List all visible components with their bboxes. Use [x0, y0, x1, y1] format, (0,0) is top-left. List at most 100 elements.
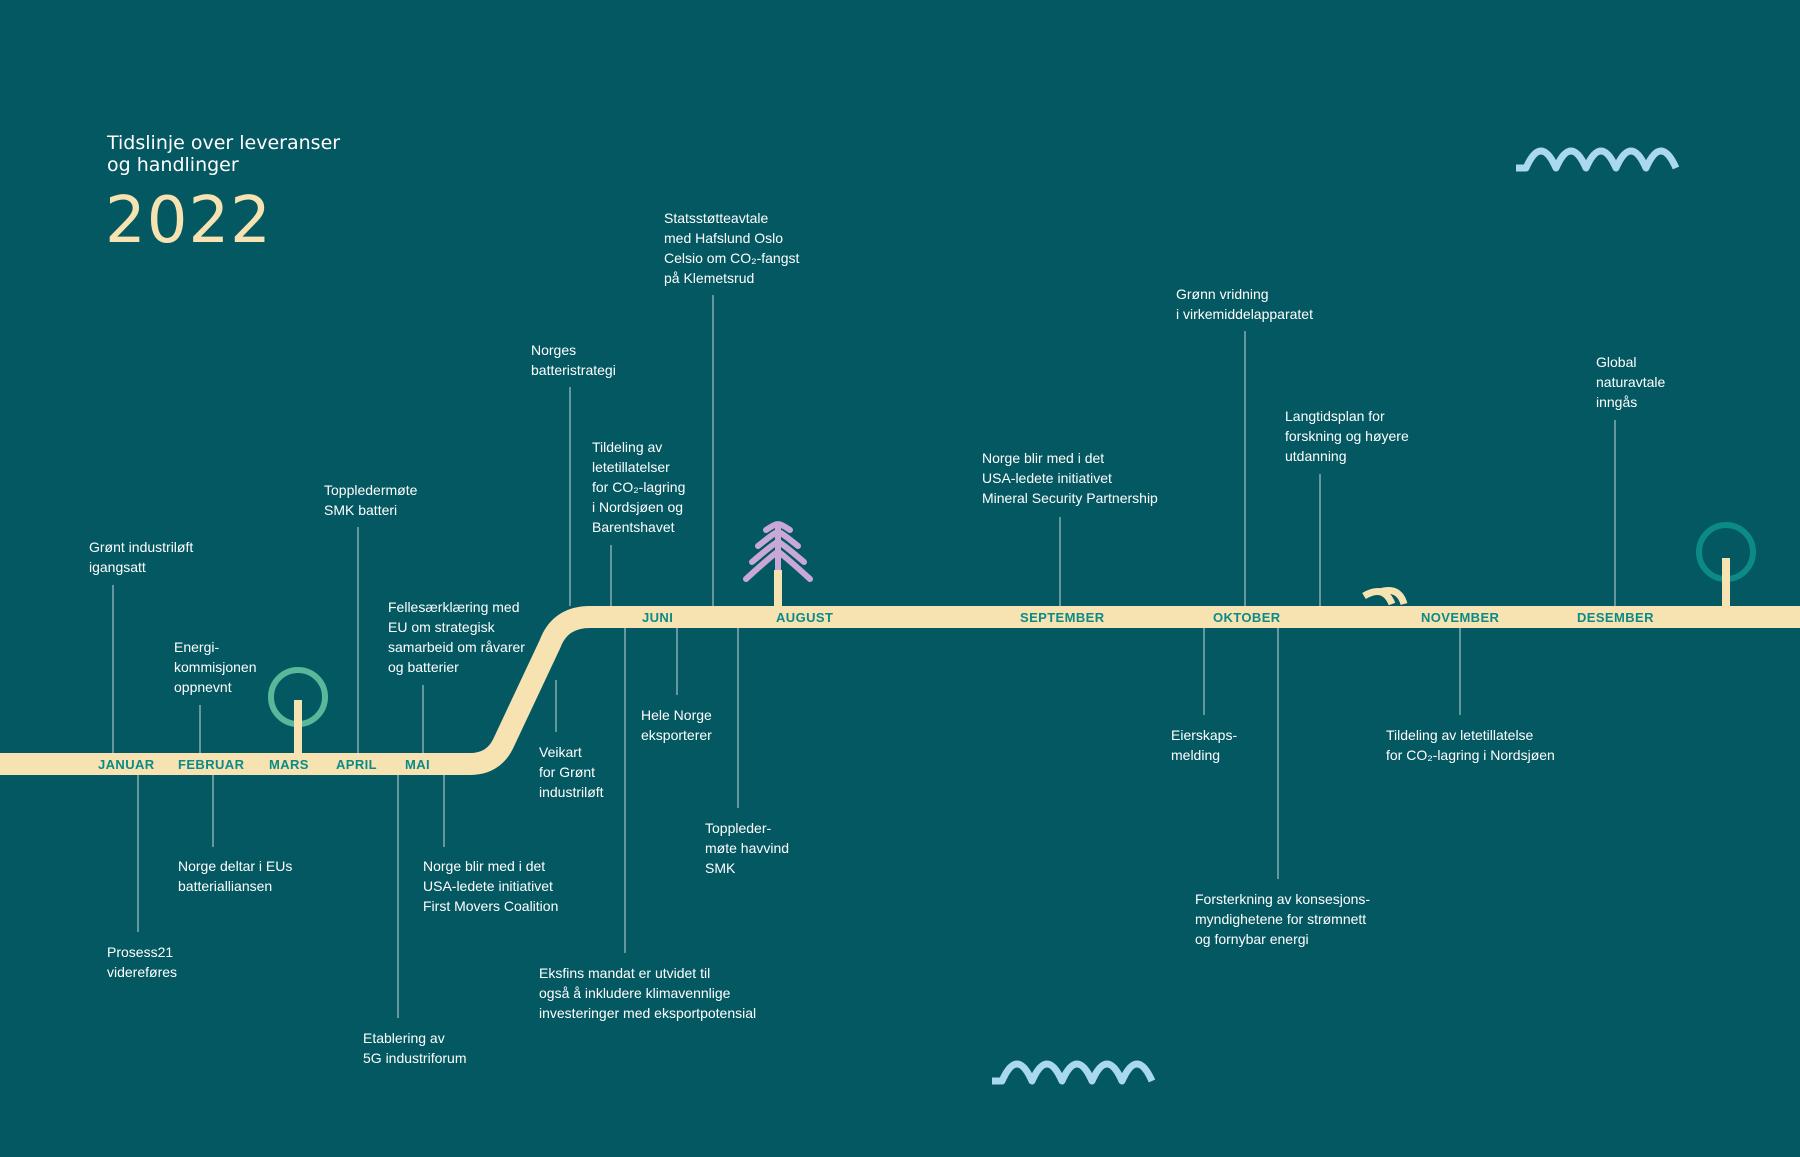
event-text-line: Fellesærklæring med — [388, 599, 520, 615]
month-label-november: NOVEMBER — [1421, 610, 1500, 625]
month-label-august: AUGUST — [776, 610, 834, 625]
event-text-line: forskning og høyere — [1285, 428, 1409, 444]
event-text-line: EU om strategisk — [388, 619, 495, 635]
event-text-line: Grønn vridning — [1176, 286, 1269, 302]
event-text-line: First Movers Coalition — [423, 898, 559, 914]
event-tildeling-ccs-1: Tildeling av letetillatelser for CO₂-lagri… — [592, 437, 685, 537]
event-text-line: batteristrategi — [531, 362, 616, 378]
event-text-line: Global — [1596, 354, 1637, 370]
event-text-line: Statsstøtteavtale — [664, 210, 769, 226]
event-text-line: naturavtale — [1596, 374, 1666, 390]
event-text-line: Forsterkning av konsesjons- — [1195, 891, 1371, 907]
event-text-line: samarbeid om råvarer — [388, 639, 525, 655]
month-label-februar: FEBRUAR — [178, 757, 245, 772]
event-text-line: Langtidsplan for — [1285, 408, 1385, 424]
event-text-line: investeringer med eksportpotensial — [539, 1005, 757, 1021]
event-text-line: og fornybar energi — [1195, 931, 1309, 947]
event-text-line: SMK — [705, 860, 736, 876]
month-label-mars: MARS — [269, 757, 309, 772]
event-text-line: myndighetene for strømnett — [1195, 911, 1367, 927]
event-text-line: og batterier — [388, 659, 459, 675]
event-text-line: kommisjonen — [174, 659, 257, 675]
event-text-line: Mineral Security Partnership — [982, 490, 1158, 506]
pine-tree-icon — [743, 521, 813, 582]
event-text-line: utdanning — [1285, 448, 1347, 464]
event-text-line: melding — [1171, 747, 1221, 763]
title-line: Tidslinje over leveranser — [107, 132, 341, 154]
timeline-road — [0, 606, 1800, 775]
sheep-icon — [1362, 587, 1408, 606]
event-text-line: Toppledermøte — [324, 482, 418, 498]
event-text-line: Hele Norge — [641, 707, 712, 723]
event-text-line: oppnevnt — [174, 679, 232, 695]
page-title: Tidslinje over leveranser og handlinger — [107, 132, 427, 176]
event-text-line: Energi- — [174, 639, 220, 655]
event-gronn-vridning: Grønn vridning i virkemiddelapparatet — [1176, 284, 1313, 324]
event-text-line: også å inkludere klimavennlige — [539, 985, 731, 1001]
event-text-line: på Klemetsrud — [664, 270, 755, 286]
month-label-mai: MAI — [405, 757, 431, 772]
event-text-line: Norge blir med i det — [423, 858, 546, 874]
event-gront-industriloft: Grønt industriløft igangsatt — [89, 537, 193, 577]
event-text-line: USA-ledete initiativet — [982, 470, 1112, 486]
event-energikommisjonen: Energi-kommisjonen oppnevnt — [174, 637, 256, 697]
event-konsesjon: Forsterkning av konsesjons-myndighetene … — [1195, 889, 1370, 949]
title-line: og handlinger — [107, 154, 239, 176]
event-text-line: for CO₂-lagring — [592, 479, 686, 495]
event-text-line: igangsatt — [89, 559, 146, 575]
event-text-line: i Nordsjøen og — [592, 499, 684, 515]
month-label-januar: JANUAR — [98, 757, 155, 772]
event-text-line: inngås — [1596, 394, 1638, 410]
event-text-line: Toppleder- — [705, 820, 772, 836]
event-eierskapsmelding: Eierskaps-melding — [1171, 725, 1237, 765]
event-text-line: Norge blir med i det — [982, 450, 1105, 466]
event-text-line: Grønt industriløft — [89, 539, 194, 555]
event-text-line: USA-ledete initiativet — [423, 878, 553, 894]
event-text-line: Prosess21 — [107, 944, 174, 960]
event-text-line: for Grønt — [539, 764, 596, 780]
event-text-line: batterialliansen — [178, 878, 273, 894]
tree-icon — [268, 667, 328, 754]
event-5g-industriforum: Etablering av 5G industriforum — [363, 1028, 466, 1068]
event-text-line: Celsio om CO₂-fangst — [664, 250, 800, 266]
event-veikart: Veikart for Grønt industriløft — [539, 742, 604, 802]
event-text-line: Barentshavet — [592, 519, 675, 535]
year-label: 2022 — [105, 184, 272, 258]
event-text-line: i virkemiddelapparatet — [1176, 306, 1313, 322]
event-langtidsplan: Langtidsplan for forskning og høyere utdan… — [1285, 406, 1409, 466]
event-hele-norge: Hele Norge eksporterer — [641, 705, 712, 745]
event-tildeling-ccs-2: Tildeling av letetillatelse for CO₂-lagri… — [1386, 725, 1555, 765]
event-global-naturavtale: Global naturavtale inngås — [1596, 352, 1665, 412]
event-eksfin: Eksfins mandat er utvidet til også å inkl… — [539, 963, 756, 1023]
event-text-line: Eksfins mandat er utvidet til — [539, 965, 711, 981]
event-text-line: Eierskaps- — [1171, 727, 1238, 743]
event-fellesklaering-eu: Fellesærklæring med EU om strategisk samar… — [388, 597, 525, 677]
event-text-line: Tildeling av letetillatelse — [1386, 727, 1534, 743]
event-text-line: eksporterer — [641, 727, 712, 743]
event-text-line: for CO₂-lagring i Nordsjøen — [1386, 747, 1555, 763]
wave-icon — [992, 1060, 1156, 1085]
event-text-line: med Hafslund Oslo — [664, 230, 784, 246]
event-text-line: industriløft — [539, 784, 604, 800]
event-text-line: 5G industriforum — [363, 1050, 467, 1066]
event-text-line: letetillatelser — [592, 459, 670, 475]
month-label-september: SEPTEMBER — [1020, 610, 1105, 625]
event-text-line: Tildeling av — [592, 439, 663, 455]
event-text-line: Etablering av — [363, 1030, 445, 1046]
month-label-april: APRIL — [336, 757, 377, 772]
tree-icon — [1696, 522, 1756, 607]
month-label-desember: DESEMBER — [1577, 610, 1654, 625]
wave-icon — [1516, 147, 1680, 172]
event-text-line: møte havvind — [705, 840, 790, 856]
event-text-line: Veikart — [539, 744, 582, 760]
month-label-juni: JUNI — [642, 610, 674, 625]
event-text-line: SMK batteri — [324, 502, 398, 518]
